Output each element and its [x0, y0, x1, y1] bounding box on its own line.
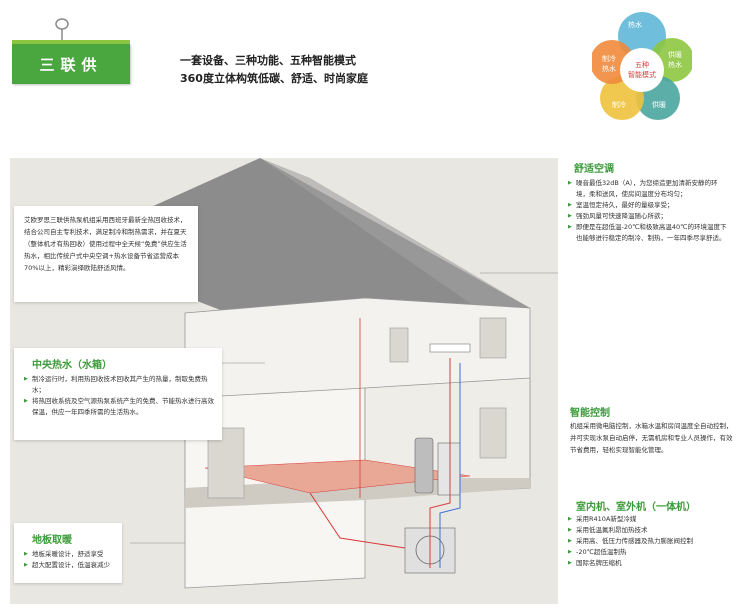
slogan-line-2: 360度立体构筑低碳、舒适、时尚家庭: [180, 72, 368, 85]
intro-text: 艾欧罗思三联供热泵机组采用西班牙最新全热回收技术，结合公司自主专利技术，满足制冷…: [24, 216, 187, 272]
unit-title: 室内机、室外机（一体机）: [576, 502, 696, 513]
hot-water-point: 制冷运行时，利用热回收技术回收其产生的热量，制取免费热水；: [24, 374, 216, 396]
wheel-center-label: 五种 智能模式: [628, 61, 656, 79]
floor-heating-points: 地板采暖设计，舒适享受 超大配置设计，低温衰减少: [24, 549, 120, 571]
comfort-ac-point: 室温恒定持久，最好的量级享受；: [568, 200, 730, 211]
intro-card: 艾欧罗思三联供热泵机组采用西班牙最新全热回收技术，结合公司自主专利技术，满足制冷…: [14, 206, 198, 302]
unit-points: 采用R410A新型冷媒 采用低温氟利昂加热技术 采用高、低压力传感器及热力膨胀阀…: [568, 514, 732, 569]
comfort-ac-point: 即便是在超低温-20℃和极致高温40℃的环境温度下也能够进行稳定的制冷、制热，一…: [568, 222, 730, 244]
comfort-ac-point: 噪音最低32dB（A），为您缔造更加清新安静的环境，柔和送风，使房间温度分布均匀…: [568, 178, 730, 200]
comfort-ac-points: 噪音最低32dB（A），为您缔造更加清新安静的环境，柔和送风，使房间温度分布均匀…: [568, 178, 730, 244]
unit-point: 采用高、低压力传感器及热力膨胀阀控制: [568, 536, 732, 547]
comfort-ac-title: 舒适空调: [574, 164, 614, 175]
hot-water-card: 中央热水（水箱） 制冷运行时，利用热回收技术回收其产生的热量，制取免费热水； 将…: [14, 348, 222, 440]
petal-label-cooling-hot-water: 制冷 热水: [602, 55, 616, 73]
petal-label-hot-water: 热水: [628, 21, 642, 29]
hot-water-points: 制冷运行时，利用热回收技术回收其产生的热量，制取免费热水； 将热回收系统及空气源…: [24, 374, 216, 418]
comfort-ac-point: 强劲风量可快速降温随心所欲；: [568, 211, 730, 222]
hot-water-point: 将热回收系统及空气源热泵系统产生的免费、节能热水进行高效保温，供应一年四季所需的…: [24, 396, 216, 418]
floor-heating-point: 超大配置设计，低温衰减少: [24, 560, 120, 571]
floor-heating-card: 地板取暖 地板采暖设计，舒适享受 超大配置设计，低温衰减少: [14, 523, 122, 583]
petal-label-cooling: 制冷: [612, 101, 626, 109]
unit-point: 采用低温氟利昂加热技术: [568, 525, 732, 536]
petal-label-heating-hot-water: 供暖 热水: [668, 51, 682, 69]
house-illustration: [10, 158, 558, 604]
section-tag: 三联供: [12, 44, 130, 84]
tag-accent-bar: [12, 40, 130, 46]
mode-wheel: 热水 供暖 热水 供暖 制冷 制冷 热水 五种 智能模式: [590, 8, 694, 128]
pushpin-icon: [55, 18, 69, 42]
unit-point: -20℃超低温制热: [568, 547, 732, 558]
smart-control-text: 机组采用微电脑控制，水箱水温和房间温度全自动控制，并可实现水泵自动启停，无需机房…: [570, 422, 733, 454]
floor-heating-title: 地板取暖: [32, 535, 72, 546]
unit-point: 采用R410A新型冷媒: [568, 514, 732, 525]
floor-heating-point: 地板采暖设计，舒适享受: [24, 549, 120, 560]
slogan-line-1: 一套设备、三种功能、五种智能模式: [180, 54, 356, 67]
unit-point: 国际名牌压缩机: [568, 558, 732, 569]
petal-label-heating: 供暖: [652, 101, 666, 109]
hot-water-title: 中央热水（水箱）: [32, 360, 112, 371]
smart-control-title: 智能控制: [570, 408, 610, 419]
